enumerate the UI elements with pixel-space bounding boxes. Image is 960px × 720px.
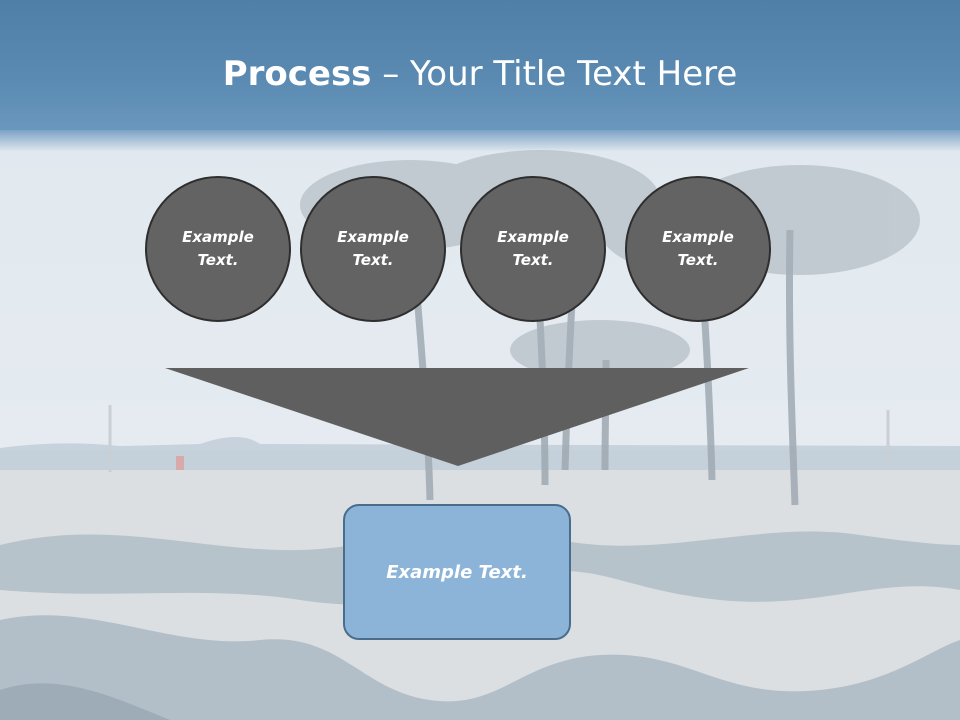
slide-title: Process – Your Title Text Here (0, 52, 960, 96)
title-bold-part: Process (222, 54, 372, 94)
process-circle-1-text: Example Text. (182, 228, 254, 269)
funnel-arrow (165, 368, 749, 466)
process-circle-3: Example Text. (460, 176, 606, 322)
process-circle-2: Example Text. (300, 176, 446, 322)
process-circle-1: Example Text. (145, 176, 291, 322)
result-box-text: Example Text. (386, 561, 528, 583)
result-box: Example Text. (343, 504, 571, 640)
process-circle-3-text: Example Text. (497, 228, 569, 269)
title-band (0, 0, 960, 152)
process-circle-4-text: Example Text. (662, 228, 734, 269)
title-rest-part: – Your Title Text Here (371, 54, 738, 94)
funnel-triangle (165, 368, 749, 466)
process-circle-2-text: Example Text. (337, 228, 409, 269)
process-circle-4: Example Text. (625, 176, 771, 322)
